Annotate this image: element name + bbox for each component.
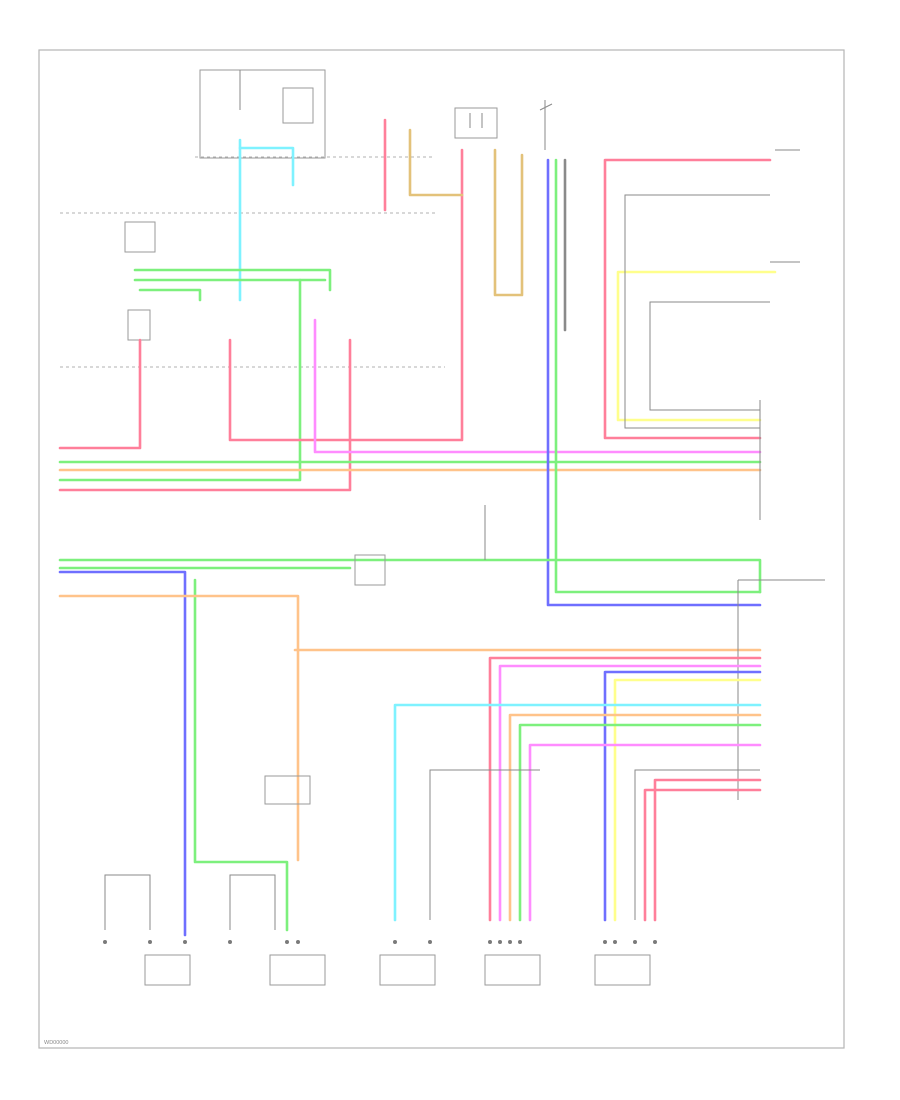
wire-yellow-lower <box>613 678 762 922</box>
wire-lightblue-lower <box>393 703 762 922</box>
wire-pink-center <box>313 318 762 454</box>
connector-pins <box>103 940 657 944</box>
diagram-frame <box>38 49 845 1049</box>
bottom-left-wire-2 <box>229 874 276 930</box>
wire-blue-lower <box>603 670 762 922</box>
wire-red-center <box>228 148 464 442</box>
wire-gray-lower-1 <box>429 769 540 920</box>
wire-orange-left <box>58 594 300 862</box>
wire-red-right-stub <box>58 338 352 492</box>
wire-red-right-top <box>603 158 772 440</box>
wire-green-right <box>554 158 762 594</box>
footer-ref: WD00000 <box>44 1040 68 1046</box>
wire-blue-left <box>58 570 187 937</box>
component-bottom-2 <box>269 954 326 986</box>
wire-green-lower <box>518 723 762 922</box>
wire-tan-loop <box>493 148 524 297</box>
wire-orange-lower-2 <box>508 713 762 922</box>
wire-gray-right-2 <box>649 301 770 411</box>
wire-gray-right-1 <box>624 194 770 429</box>
wire-red-left <box>58 338 142 450</box>
component-bottom-5 <box>594 954 651 986</box>
wire-blue-down <box>546 158 762 607</box>
component-bottom-3 <box>379 954 436 986</box>
wire-orange-relay <box>408 128 464 197</box>
junction-box-2 <box>354 554 386 586</box>
brake-switch <box>539 100 553 150</box>
top-fuse-box <box>199 69 326 159</box>
wire-green-drop <box>58 278 302 482</box>
wire-green-mid <box>58 558 762 594</box>
component-bottom-4 <box>484 954 541 986</box>
wire-red-lower-2 <box>653 778 762 922</box>
wire-pink-lower-2 <box>528 743 762 922</box>
junction-box <box>264 775 311 805</box>
wire-lightblue-top <box>238 138 295 187</box>
connector-right-upper <box>759 149 800 520</box>
wire-red-lower-3 <box>643 788 762 922</box>
accessory-relay <box>454 107 498 139</box>
wire-green-1 <box>133 268 332 292</box>
wire-green-3 <box>138 288 202 302</box>
bottom-left-wire <box>104 874 151 930</box>
wire-pink-lower <box>498 664 762 922</box>
wire-yellow-right <box>616 270 777 422</box>
wire-red-lower-1 <box>488 656 762 922</box>
wire-gray-lower-2 <box>634 769 760 920</box>
component-bottom-1 <box>144 954 191 986</box>
control-unit-connector <box>737 579 825 800</box>
wire-green-left-vert <box>193 578 289 932</box>
